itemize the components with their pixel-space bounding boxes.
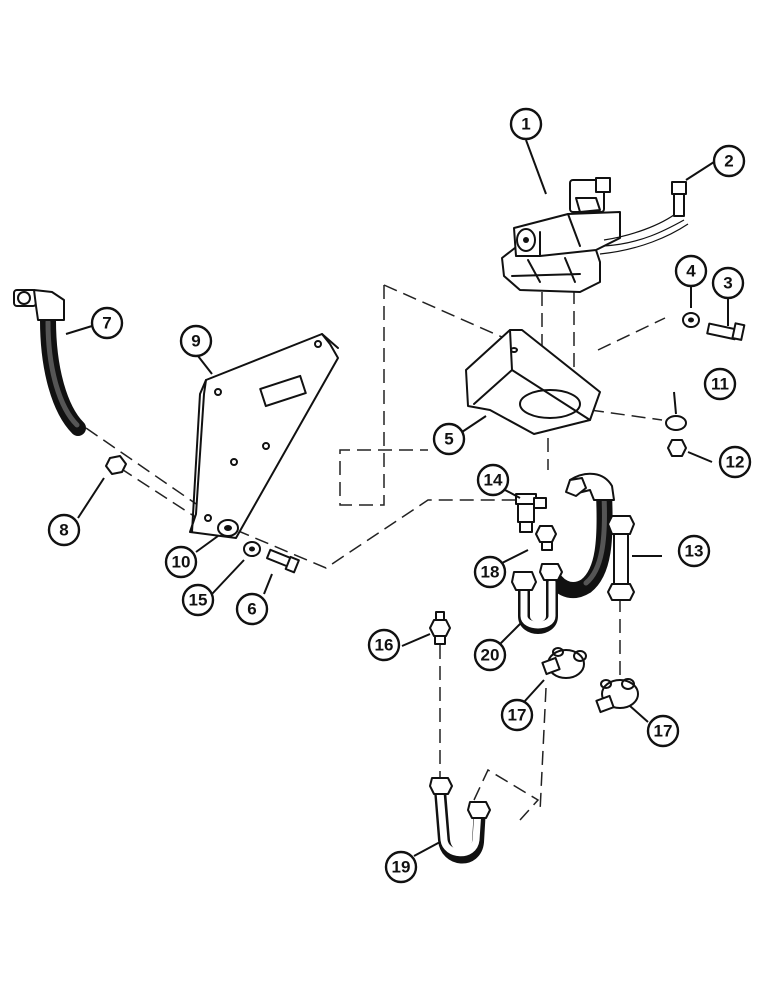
tube-20 [511,563,563,634]
callout-label: 20 [481,646,500,665]
tube-19 [429,777,491,864]
fitting-16 [429,611,451,645]
washer-10 [217,519,239,537]
callout-label: 5 [444,430,453,449]
callout-label: 9 [191,332,200,351]
callout-5: 5 [432,422,466,456]
solenoid-valve [501,177,689,293]
hose-assembly [542,472,615,598]
callout-label: 10 [172,553,191,572]
callout-label: 2 [724,152,733,171]
callout-10: 10 [164,545,198,579]
callout-label: 19 [392,858,411,877]
assembly-lines [85,284,666,821]
callout-6: 6 [235,592,269,626]
callout-7: 7 [90,306,124,340]
callout-19: 19 [384,850,418,884]
nut-12 [667,439,687,457]
callout-label: 17 [508,706,527,725]
washer-4 [682,312,700,328]
callout-13: 13 [677,534,711,568]
callout-label: 15 [189,591,208,610]
callout-label: 14 [484,471,503,490]
callout-label: 17 [654,722,673,741]
callout-11: 11 [703,367,737,401]
callout-label: 3 [723,274,732,293]
callout-label: 12 [726,453,745,472]
callout-label: 8 [59,521,68,540]
hose-7 [13,289,86,436]
mounting-plate [189,333,339,539]
callout-4: 4 [674,254,708,288]
callout-12: 12 [718,445,752,479]
callout-label: 7 [102,314,111,333]
callout-label: 18 [481,563,500,582]
callout-label: 16 [375,636,394,655]
mounting-bracket [465,329,601,435]
bolt-3 [706,322,746,341]
callout-1: 1 [509,107,543,141]
callout-17a: 17 [500,698,534,732]
fitting-18 [535,525,557,551]
callout-16: 16 [367,628,401,662]
tube-13 [607,515,635,601]
callout-18: 18 [473,555,507,589]
callout-8: 8 [47,513,81,547]
nut-8 [105,455,127,475]
callout-2: 2 [712,144,746,178]
callout-label: 1 [521,115,530,134]
callout-3: 3 [711,266,745,300]
callout-label: 4 [686,262,696,281]
bolt-2 [671,181,687,217]
callout-17b: 17 [646,714,680,748]
callout-label: 6 [247,600,256,619]
callout-label: 13 [685,542,704,561]
fitting-14 [515,493,547,533]
callout-14: 14 [476,463,510,497]
callout-label: 11 [711,375,729,394]
washer-11 [665,415,687,431]
callout-20: 20 [473,638,507,672]
tee-fitting-17b [595,678,639,714]
callout-9: 9 [179,324,213,358]
bolt-6 [266,548,300,574]
callout-15: 15 [181,583,215,617]
tee-fitting-17a [541,647,587,679]
washer-15 [243,541,261,557]
